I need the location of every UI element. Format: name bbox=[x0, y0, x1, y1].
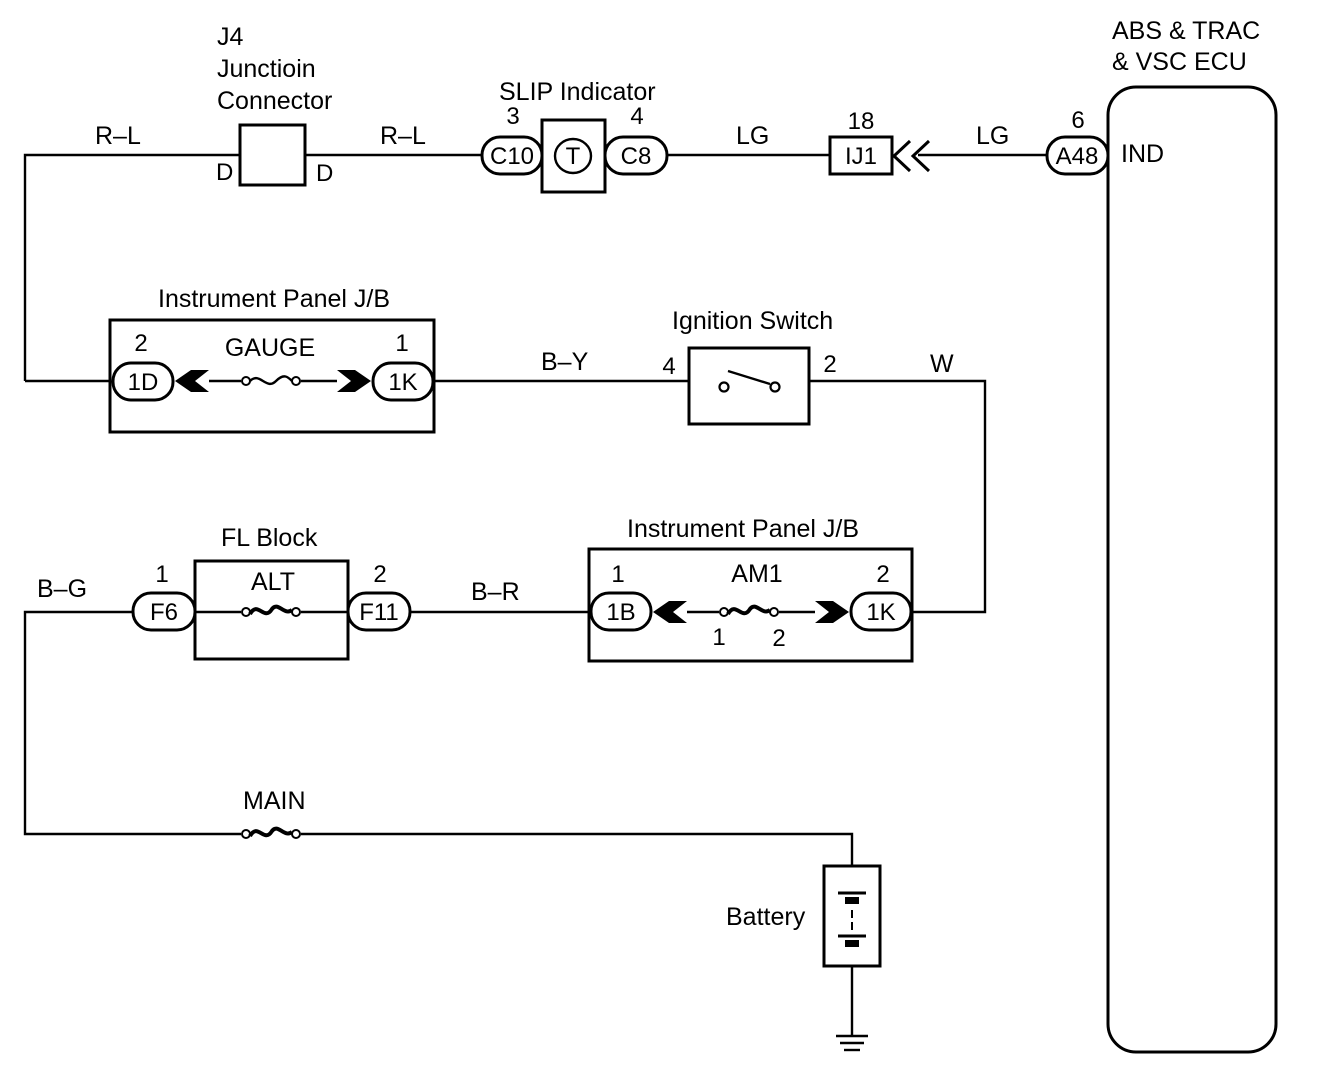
j4-pin-right: D bbox=[316, 160, 333, 187]
j4-pin-left: D bbox=[216, 159, 233, 186]
jb-gauge-title: Instrument Panel J/B bbox=[158, 285, 390, 313]
abs-trac-vsc-ecu: ABS & TRAC & VSC ECU IND bbox=[1106, 17, 1278, 1054]
jb-am1-title: Instrument Panel J/B bbox=[627, 515, 859, 543]
main-fusible-link: MAIN bbox=[241, 787, 854, 866]
battery-label: Battery bbox=[726, 903, 806, 931]
ignition-switch: Ignition Switch 4 2 bbox=[662, 307, 837, 426]
connector-ij1: IJ1 18 bbox=[828, 108, 931, 176]
connector-c8: C8 bbox=[621, 143, 652, 170]
arrow-left-icon bbox=[175, 370, 209, 392]
jb-gauge-pin-right: 1 bbox=[395, 330, 408, 357]
wire-label-rl-right: R–L bbox=[380, 122, 426, 150]
fl-block-title: FL Block bbox=[221, 524, 318, 552]
ecu-terminal-ind: IND bbox=[1121, 140, 1164, 168]
am1-fusible-link-icon bbox=[726, 604, 772, 616]
battery: Battery bbox=[726, 864, 882, 1052]
slip-indicator-title: SLIP Indicator bbox=[499, 78, 656, 106]
connector-a48: A48 6 bbox=[1045, 107, 1110, 176]
am1-fuse-pin-left: 1 bbox=[712, 624, 725, 651]
j4-label-line1: J4 bbox=[217, 23, 244, 51]
main-fusible-link-icon bbox=[248, 826, 294, 838]
wire-label-by: B–Y bbox=[541, 348, 589, 376]
fl-pin-left: 1 bbox=[155, 561, 168, 588]
am1-fuse-pin-right: 2 bbox=[772, 625, 785, 652]
wire-alt-row bbox=[23, 610, 591, 836]
indicator-lamp-icon bbox=[553, 137, 593, 175]
switch-contact-icon bbox=[727, 369, 771, 386]
connector-1d: 1D bbox=[128, 369, 159, 396]
wire-top bbox=[23, 153, 1047, 381]
slip-pin-left: 3 bbox=[506, 103, 519, 130]
indicator-lamp-symbol: T bbox=[566, 143, 581, 170]
slip-indicator: SLIP Indicator C10 C8 3 4 T bbox=[480, 78, 669, 194]
gauge-fuse-label: GAUGE bbox=[225, 334, 315, 362]
ij1-pin: 18 bbox=[848, 108, 875, 135]
alt-fuse-label: ALT bbox=[251, 568, 295, 596]
wire-gauge-row bbox=[25, 379, 987, 614]
ecu-title-line2: & VSC ECU bbox=[1112, 48, 1247, 76]
wire-label-lg-right: LG bbox=[976, 122, 1009, 150]
a48-pin: 6 bbox=[1071, 107, 1084, 134]
a48-label: A48 bbox=[1056, 143, 1099, 170]
arrow-right-icon bbox=[337, 370, 371, 392]
connector-f11: F11 bbox=[359, 599, 399, 626]
wire-label-rl-left: R–L bbox=[95, 122, 141, 150]
arrow-right-icon bbox=[815, 601, 849, 623]
connector-f6: F6 bbox=[150, 599, 178, 626]
jb-am1-pin-right: 2 bbox=[876, 561, 889, 588]
connector-1b: 1B bbox=[606, 599, 635, 626]
double-chevron-icon bbox=[891, 139, 912, 173]
alt-fusible-link-icon bbox=[248, 604, 294, 616]
slip-pin-right: 4 bbox=[630, 103, 643, 130]
wire-label-bg: B–G bbox=[37, 575, 87, 603]
ij1-label: IJ1 bbox=[845, 143, 877, 170]
main-fuse-label: MAIN bbox=[243, 787, 306, 815]
wire-label-lg-left: LG bbox=[736, 122, 769, 150]
ignition-pin-left: 4 bbox=[662, 353, 675, 380]
am1-fuse-label: AM1 bbox=[731, 560, 782, 588]
jb-am1-pin-left: 1 bbox=[611, 561, 624, 588]
instrument-panel-jb-gauge: Instrument Panel J/B 1D 1K 2 1 GAUGE bbox=[108, 285, 436, 434]
j4-label-line2: Junctioin bbox=[217, 55, 316, 83]
wire-label-br: B–R bbox=[471, 578, 520, 606]
fl-pin-right: 2 bbox=[373, 561, 386, 588]
jb-gauge-pin-left: 2 bbox=[134, 330, 147, 357]
battery-icon bbox=[838, 891, 866, 947]
instrument-panel-jb-am1: Instrument Panel J/B 1B 1K 1 2 AM1 1 2 bbox=[587, 515, 914, 663]
ground-icon bbox=[836, 1034, 868, 1052]
arrow-left-icon bbox=[653, 601, 687, 623]
connector-c10: C10 bbox=[490, 143, 534, 170]
ignition-pin-right: 2 bbox=[823, 351, 836, 378]
j4-junction-connector: J4 Junctioin Connector D D bbox=[216, 23, 333, 187]
ignition-switch-title: Ignition Switch bbox=[672, 307, 833, 335]
connector-1k-am1: 1K bbox=[866, 599, 895, 626]
connector-1k-gauge: 1K bbox=[388, 369, 417, 396]
j4-label-line3: Connector bbox=[217, 87, 332, 115]
ecu-title-line1: ABS & TRAC bbox=[1112, 17, 1260, 45]
fl-block: FL Block F6 F11 1 2 ALT bbox=[131, 524, 412, 661]
gauge-fuse-icon bbox=[249, 375, 293, 386]
wire-label-w: W bbox=[930, 350, 954, 378]
